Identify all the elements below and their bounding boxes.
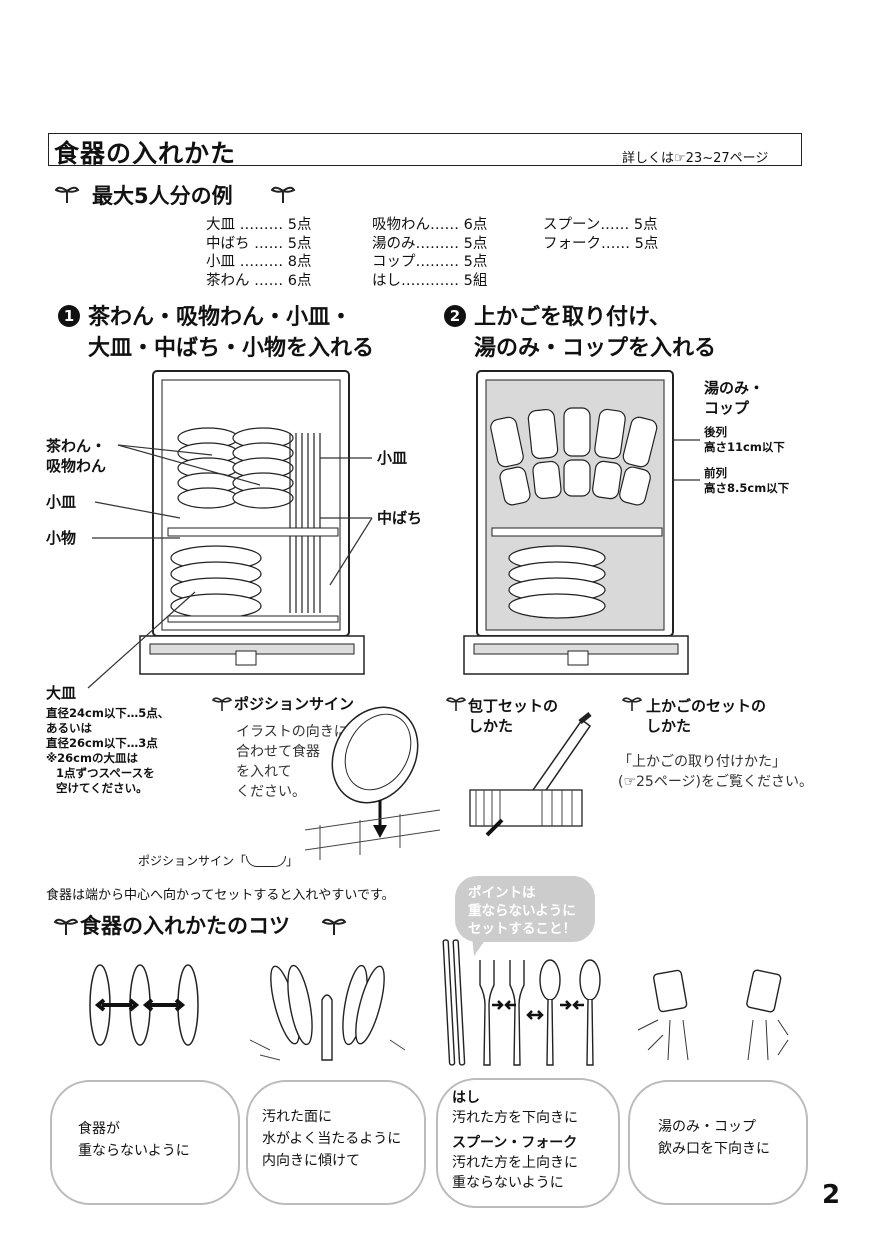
step1-number: 1 bbox=[58, 305, 80, 327]
list-item: コップ……… 5点 bbox=[372, 254, 488, 270]
tip-text-3: はし 汚れた方を下向きに スプーン・フォーク 汚れた方を上向きに 重ならないよう… bbox=[452, 1090, 578, 1191]
example-heading: 最大5人分の例 bbox=[92, 184, 233, 208]
tips-heading: 食器の入れかたのコツ bbox=[80, 914, 290, 938]
step2-number: 2 bbox=[444, 305, 466, 327]
upper-basket-heading-line1: 上かごのセットの bbox=[646, 697, 767, 715]
tip-bubble-2 bbox=[246, 1080, 426, 1205]
label-nakabachi: 中ばち bbox=[377, 509, 423, 527]
label-komono: 小物 bbox=[46, 529, 77, 547]
position-sign-symbol bbox=[246, 856, 287, 867]
sprout-icon bbox=[54, 186, 80, 203]
step2-heading: 2 上かごを取り付け、 湯のみ・コップを入れる bbox=[444, 302, 716, 364]
upper-basket-body-1: 「上かごの取り付けかた」 bbox=[618, 754, 786, 770]
step1-heading: 1 茶わん・吸物わん・小皿・ 大皿・中ばち・小物を入れる bbox=[58, 302, 374, 364]
callout-tail bbox=[472, 936, 488, 956]
plates-spacing-illustration bbox=[89, 964, 199, 1046]
example-column-2: 吸物わん…… 6点 湯のみ……… 5点 コップ……… 5点 はし………… 5組 bbox=[372, 216, 487, 290]
label-kozara-right: 小皿 bbox=[377, 449, 408, 467]
list-item: 小皿 ……… 8点 bbox=[206, 254, 312, 270]
list-item: 中ばち …… 5点 bbox=[206, 235, 312, 252]
tip-bubble-1 bbox=[50, 1080, 240, 1205]
example-column-3: スプーン…… 5点 フォーク…… 5点 bbox=[543, 216, 658, 253]
cutlery-illustration bbox=[442, 939, 601, 1066]
tip-text-4: 湯のみ・コップ 飲み口を下向きに bbox=[658, 1119, 770, 1157]
list-item: 茶わん …… 6点 bbox=[206, 272, 312, 289]
label-front-height: 高さ8.5cm以下 bbox=[704, 481, 790, 495]
position-sign-heading: ポジションサイン bbox=[234, 695, 355, 713]
dishwasher-upper-rack-illustration bbox=[463, 370, 689, 675]
label-rear-height: 高さ11cm以下 bbox=[704, 440, 785, 454]
example-column-1: 大皿 ……… 5点 中ばち …… 5点 小皿 ……… 8点 茶わん …… 6点 bbox=[206, 216, 311, 290]
knife-holder-illustration bbox=[469, 712, 592, 837]
label-ozara: 大皿 bbox=[46, 684, 77, 702]
upper-basket-body-2: (☞25ページ)をご覧ください。 bbox=[618, 774, 814, 790]
list-item: フォーク…… 5点 bbox=[543, 235, 659, 252]
knife-heading-line2: しかた bbox=[468, 717, 514, 735]
plates-tilted-illustration bbox=[249, 964, 406, 1061]
tip-bubble-4 bbox=[628, 1080, 808, 1205]
sprout-icon bbox=[446, 697, 466, 711]
sprout-icon bbox=[322, 918, 346, 935]
list-item: スプーン…… 5点 bbox=[543, 217, 658, 233]
label-kozara-left: 小皿 bbox=[46, 493, 77, 511]
sprout-icon bbox=[54, 918, 78, 935]
tip-bubble-3 bbox=[436, 1078, 620, 1208]
tips-lead: 食器は端から中心へ向かってセットすると入れやすいです。 bbox=[46, 888, 395, 903]
tip-text-1: 食器が 重ならないように bbox=[78, 1121, 190, 1159]
step1-line1: 茶わん・吸物わん・小皿・ bbox=[88, 305, 353, 330]
step2-line1: 上かごを取り付け、 bbox=[474, 305, 671, 330]
sprout-icon bbox=[270, 186, 296, 203]
sprout-icon bbox=[622, 697, 642, 711]
title-box bbox=[48, 133, 802, 166]
list-item: 吸物わん…… 6点 bbox=[372, 217, 488, 233]
page-number: 2 bbox=[822, 1180, 841, 1210]
page-title: 食器の入れかた bbox=[54, 139, 237, 168]
callout-bubble bbox=[455, 876, 595, 942]
callout-text: ポイントは 重ならないように セットすること！ bbox=[468, 885, 576, 937]
step1-line2: 大皿・中ばち・小物を入れる bbox=[88, 336, 375, 361]
bowl-placement-illustration bbox=[304, 706, 441, 860]
knife-heading-line1: 包丁セットの bbox=[468, 697, 559, 715]
label-chawan: 茶わん・ bbox=[46, 437, 107, 455]
label-suimono: 吸物わん bbox=[46, 457, 107, 475]
page-reference: 詳しくは☞23~27ページ bbox=[622, 151, 769, 166]
dishwasher-lower-rack-illustration bbox=[139, 370, 365, 675]
list-item: 大皿 ……… 5点 bbox=[206, 217, 312, 233]
ozara-note: 直径24cm以下…5点、 あるいは 直径26cm以下…3点 ※26cmの大皿は … bbox=[46, 706, 170, 795]
upper-basket-heading-line2: しかた bbox=[646, 717, 692, 735]
label-cup: コップ bbox=[704, 399, 750, 417]
cups-illustration bbox=[637, 969, 789, 1061]
position-sign-body: イラストの向きに 合わせて食器 を入れて ください。 bbox=[236, 724, 348, 800]
label-rear: 後列 bbox=[704, 425, 727, 439]
position-sign-caption: ポジションサイン「」 bbox=[138, 854, 299, 868]
list-item: 湯のみ……… 5点 bbox=[372, 235, 488, 252]
label-front: 前列 bbox=[704, 466, 727, 480]
tip-text-2: 汚れた面に 水がよく当たるように 内向きに傾けて bbox=[262, 1109, 402, 1169]
list-item: はし………… 5組 bbox=[372, 272, 488, 289]
step2-line2: 湯のみ・コップを入れる bbox=[474, 336, 717, 361]
sprout-icon bbox=[212, 697, 232, 711]
label-yunomi: 湯のみ・ bbox=[704, 379, 765, 397]
